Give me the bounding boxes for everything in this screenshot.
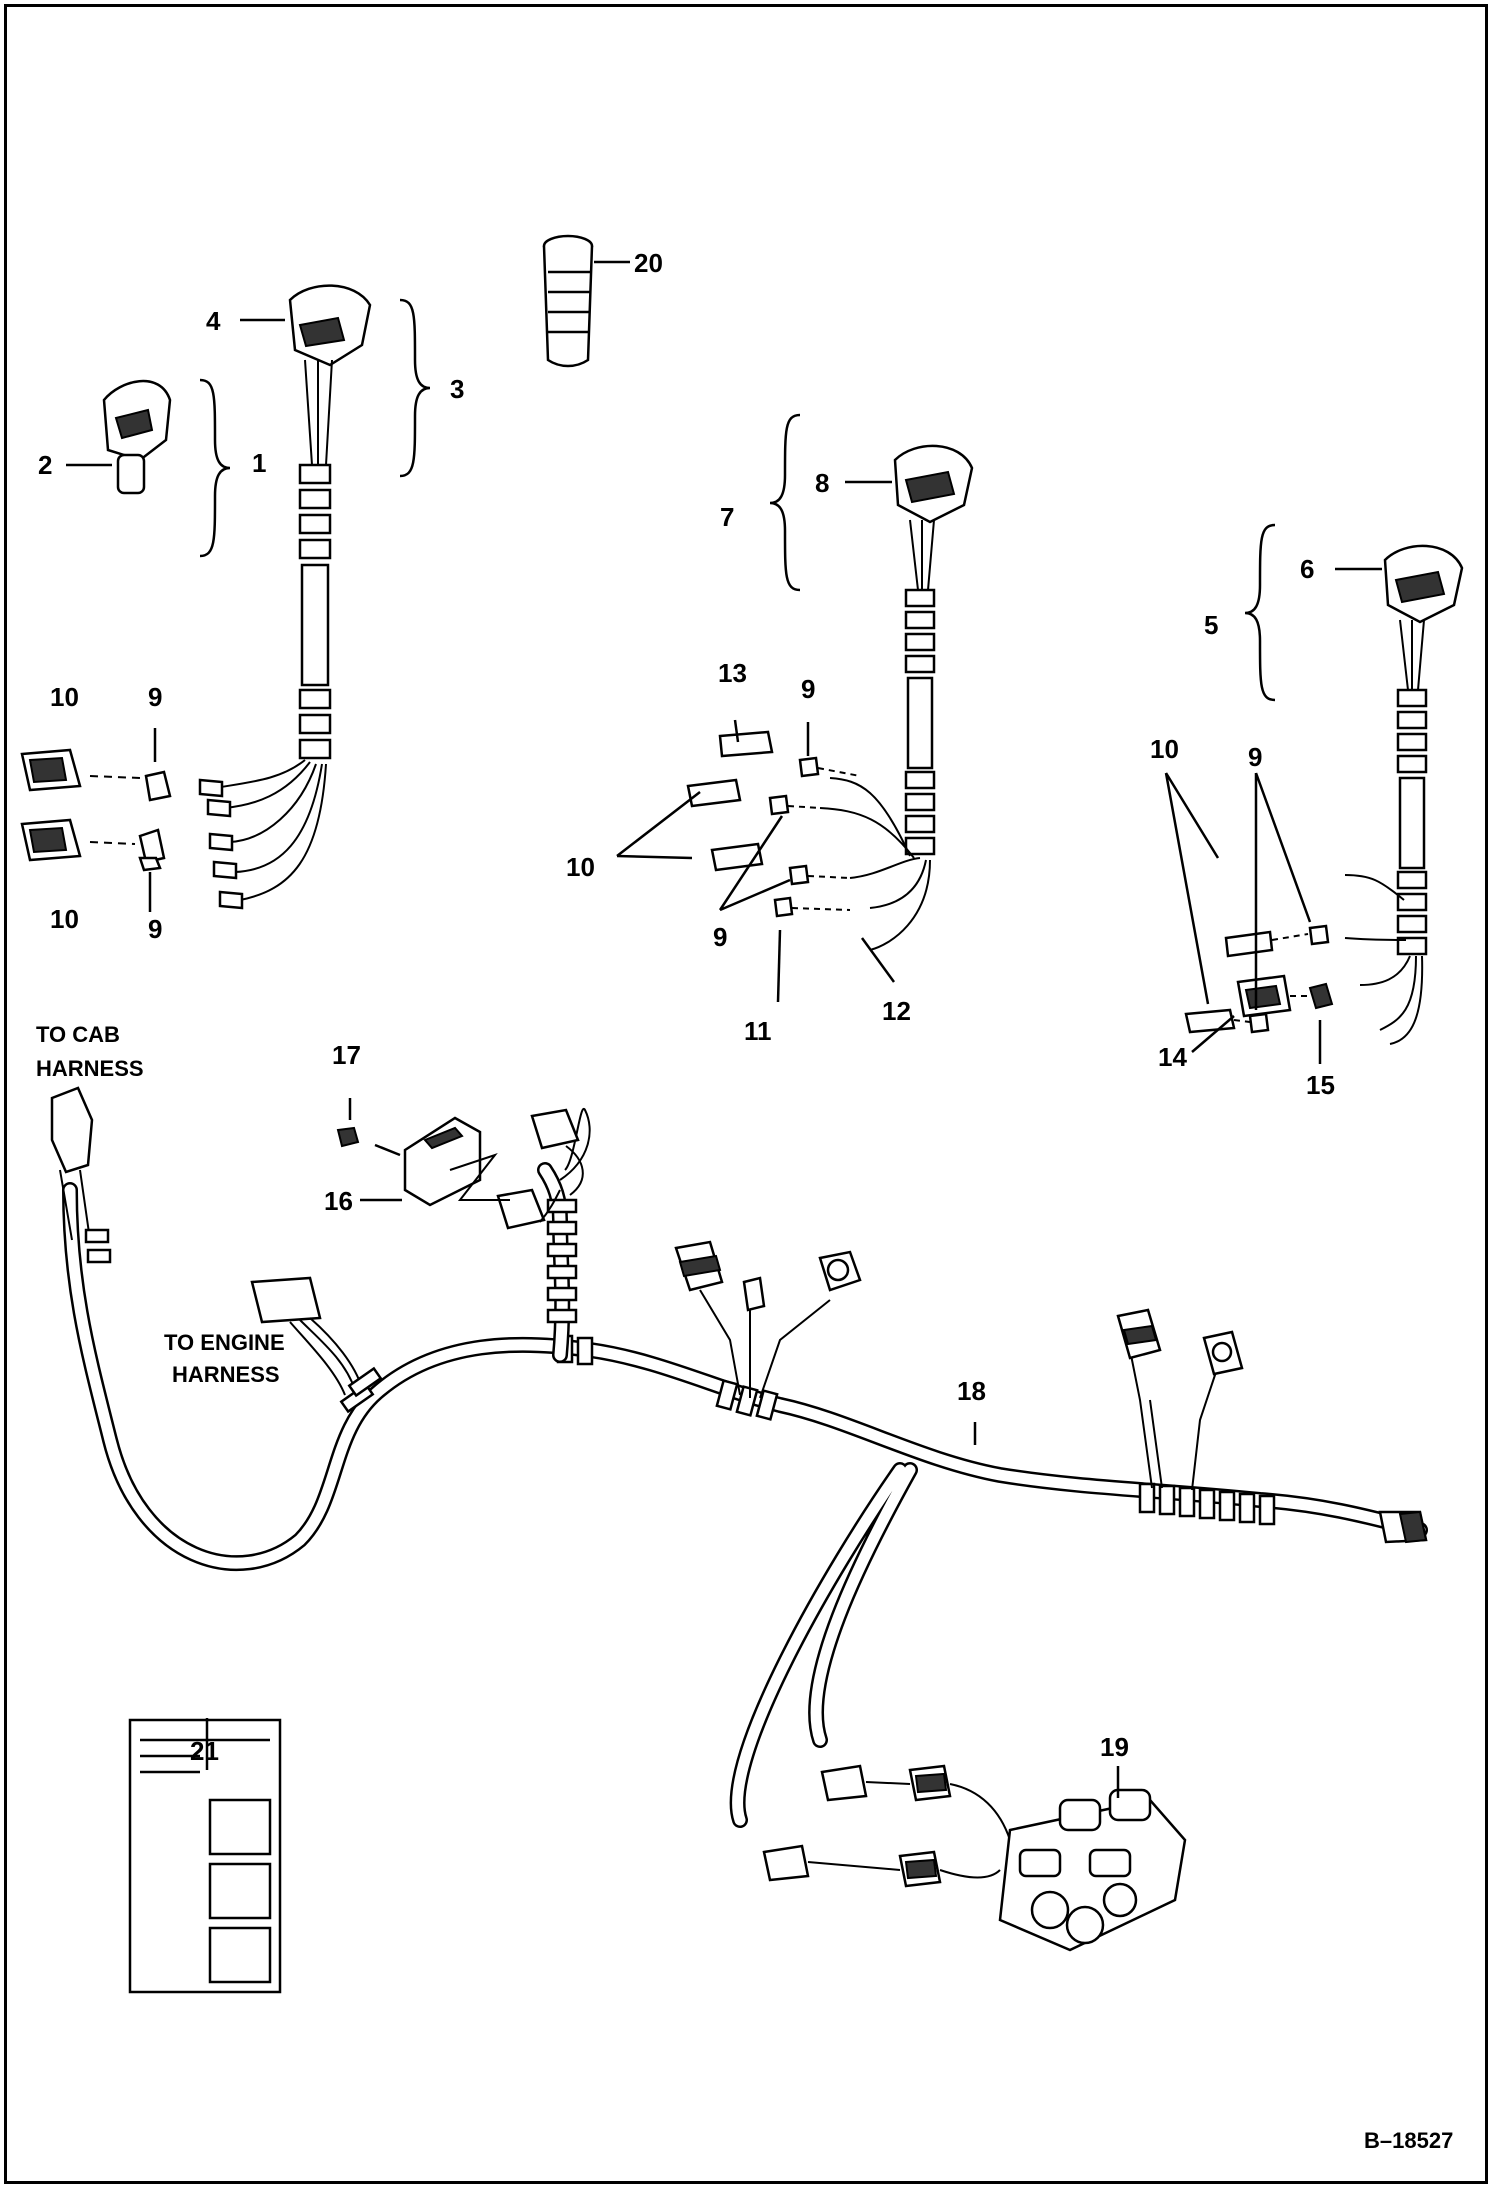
decal bbox=[128, 1718, 282, 1994]
callout-13: 13 bbox=[718, 658, 747, 688]
switch-3 bbox=[198, 284, 372, 910]
relay bbox=[336, 1116, 510, 1207]
callout-20: 20 bbox=[634, 248, 663, 278]
switch-1 bbox=[102, 380, 172, 495]
engine-harness-note-line1: TO ENGINE bbox=[164, 1330, 285, 1355]
grommet bbox=[542, 234, 594, 368]
callout-16: 16 bbox=[324, 1186, 353, 1216]
connectors-left bbox=[20, 748, 172, 872]
cab-harness-note-line1: TO CAB bbox=[36, 1022, 120, 1047]
callout-2: 2 bbox=[38, 450, 52, 480]
callout-15: 15 bbox=[1306, 1070, 1335, 1100]
valve-assembly bbox=[998, 1788, 1187, 1952]
callout-9d: 9 bbox=[713, 922, 727, 952]
callout-21: 21 bbox=[190, 1736, 219, 1766]
callout-7: 7 bbox=[720, 502, 734, 532]
diagram-frame bbox=[4, 4, 1488, 2184]
callout-10b: 10 bbox=[50, 904, 79, 934]
callout-9c: 9 bbox=[801, 674, 815, 704]
callout-18: 18 bbox=[957, 1376, 986, 1406]
callout-9e: 9 bbox=[1248, 742, 1262, 772]
callout-4: 4 bbox=[206, 306, 221, 336]
callout-10c: 10 bbox=[566, 852, 595, 882]
callout-3: 3 bbox=[450, 374, 464, 404]
figure-id: B–18527 bbox=[1364, 2128, 1453, 2153]
callout-6: 6 bbox=[1300, 554, 1314, 584]
callout-11: 11 bbox=[744, 1016, 772, 1046]
callout-labels: 1 2 3 4 5 6 7 8 9 9 9 9 9 10 10 10 10 11… bbox=[38, 248, 1335, 1766]
switch-5 bbox=[1184, 544, 1464, 1045]
callout-10d: 10 bbox=[1150, 734, 1179, 764]
callout-5: 5 bbox=[1204, 610, 1218, 640]
switch-7 bbox=[686, 444, 974, 951]
callout-1: 1 bbox=[252, 448, 266, 478]
cab-harness-note-line2: HARNESS bbox=[36, 1056, 144, 1081]
callout-19: 19 bbox=[1100, 1732, 1129, 1762]
callout-9: 9 bbox=[148, 682, 162, 712]
callout-10: 10 bbox=[50, 682, 79, 712]
callout-17: 17 bbox=[332, 1040, 361, 1070]
leader-lines bbox=[66, 260, 1382, 1798]
callout-12: 12 bbox=[882, 996, 911, 1026]
callout-8: 8 bbox=[815, 468, 829, 498]
engine-harness-note-line2: HARNESS bbox=[172, 1362, 280, 1387]
callout-9b: 9 bbox=[148, 914, 162, 944]
main-harness bbox=[50, 1086, 1428, 1888]
callout-14: 14 bbox=[1158, 1042, 1187, 1072]
